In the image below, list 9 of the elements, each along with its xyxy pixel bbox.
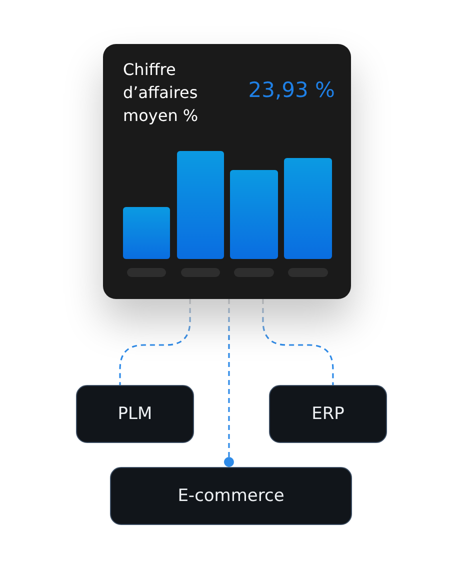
system-box: ERP xyxy=(269,385,387,443)
metric-value: 23,93 % xyxy=(248,77,335,103)
metric-title: Chiffre d’affaires moyen % xyxy=(123,59,200,127)
dashed-connector xyxy=(224,299,234,467)
dashed-connector xyxy=(119,299,191,385)
system-box: PLM xyxy=(76,385,194,443)
metric-card xyxy=(103,44,351,299)
dashed-connector xyxy=(262,299,334,385)
system-box: E-commerce xyxy=(110,467,352,525)
